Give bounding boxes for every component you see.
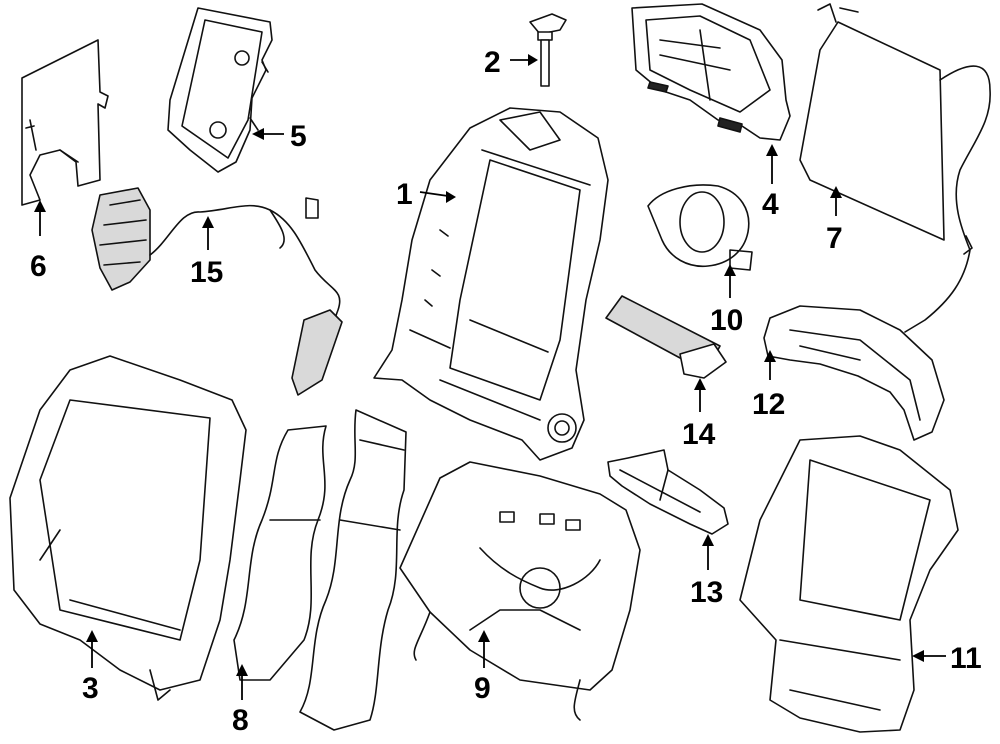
callout-9: 9 [474,672,491,705]
part-7-back-panel [799,3,991,333]
callout-3: 3 [82,672,99,705]
callout-12: 12 [752,388,785,421]
part-4-motor-bracket [631,3,791,141]
callout-7: 7 [826,222,843,255]
callout-15: 15 [190,256,223,289]
part-12-trim-bracket [763,305,945,441]
callout-1: 1 [396,178,413,211]
part-14-tube [605,295,727,379]
part-2-bolt [529,13,567,87]
callout-13: 13 [690,576,723,609]
callout-11: 11 [950,642,982,675]
part-15-wiring-harness [91,187,343,396]
leader-lines [34,54,946,700]
part-9-seat-pan [399,461,641,721]
callout-10: 10 [710,304,743,337]
part-10-motor [647,184,753,271]
part-8-spring-pads [233,409,407,731]
part-13-bracket [607,449,729,535]
part-3-lower-frame [9,355,247,701]
callout-4: 4 [762,188,779,221]
callout-5: 5 [290,120,307,153]
callout-8: 8 [232,704,249,737]
callout-6: 6 [30,250,47,283]
callout-labels: 1 2 3 4 5 6 7 8 9 10 11 12 13 14 15 [30,46,982,737]
callout-2: 2 [484,46,501,79]
part-11-seatback-cover [739,435,959,733]
callout-14: 14 [682,418,716,451]
part-5-back-plate [167,7,273,173]
part-6-side-cover [21,39,109,206]
part-1-seatback-frame [373,107,609,461]
